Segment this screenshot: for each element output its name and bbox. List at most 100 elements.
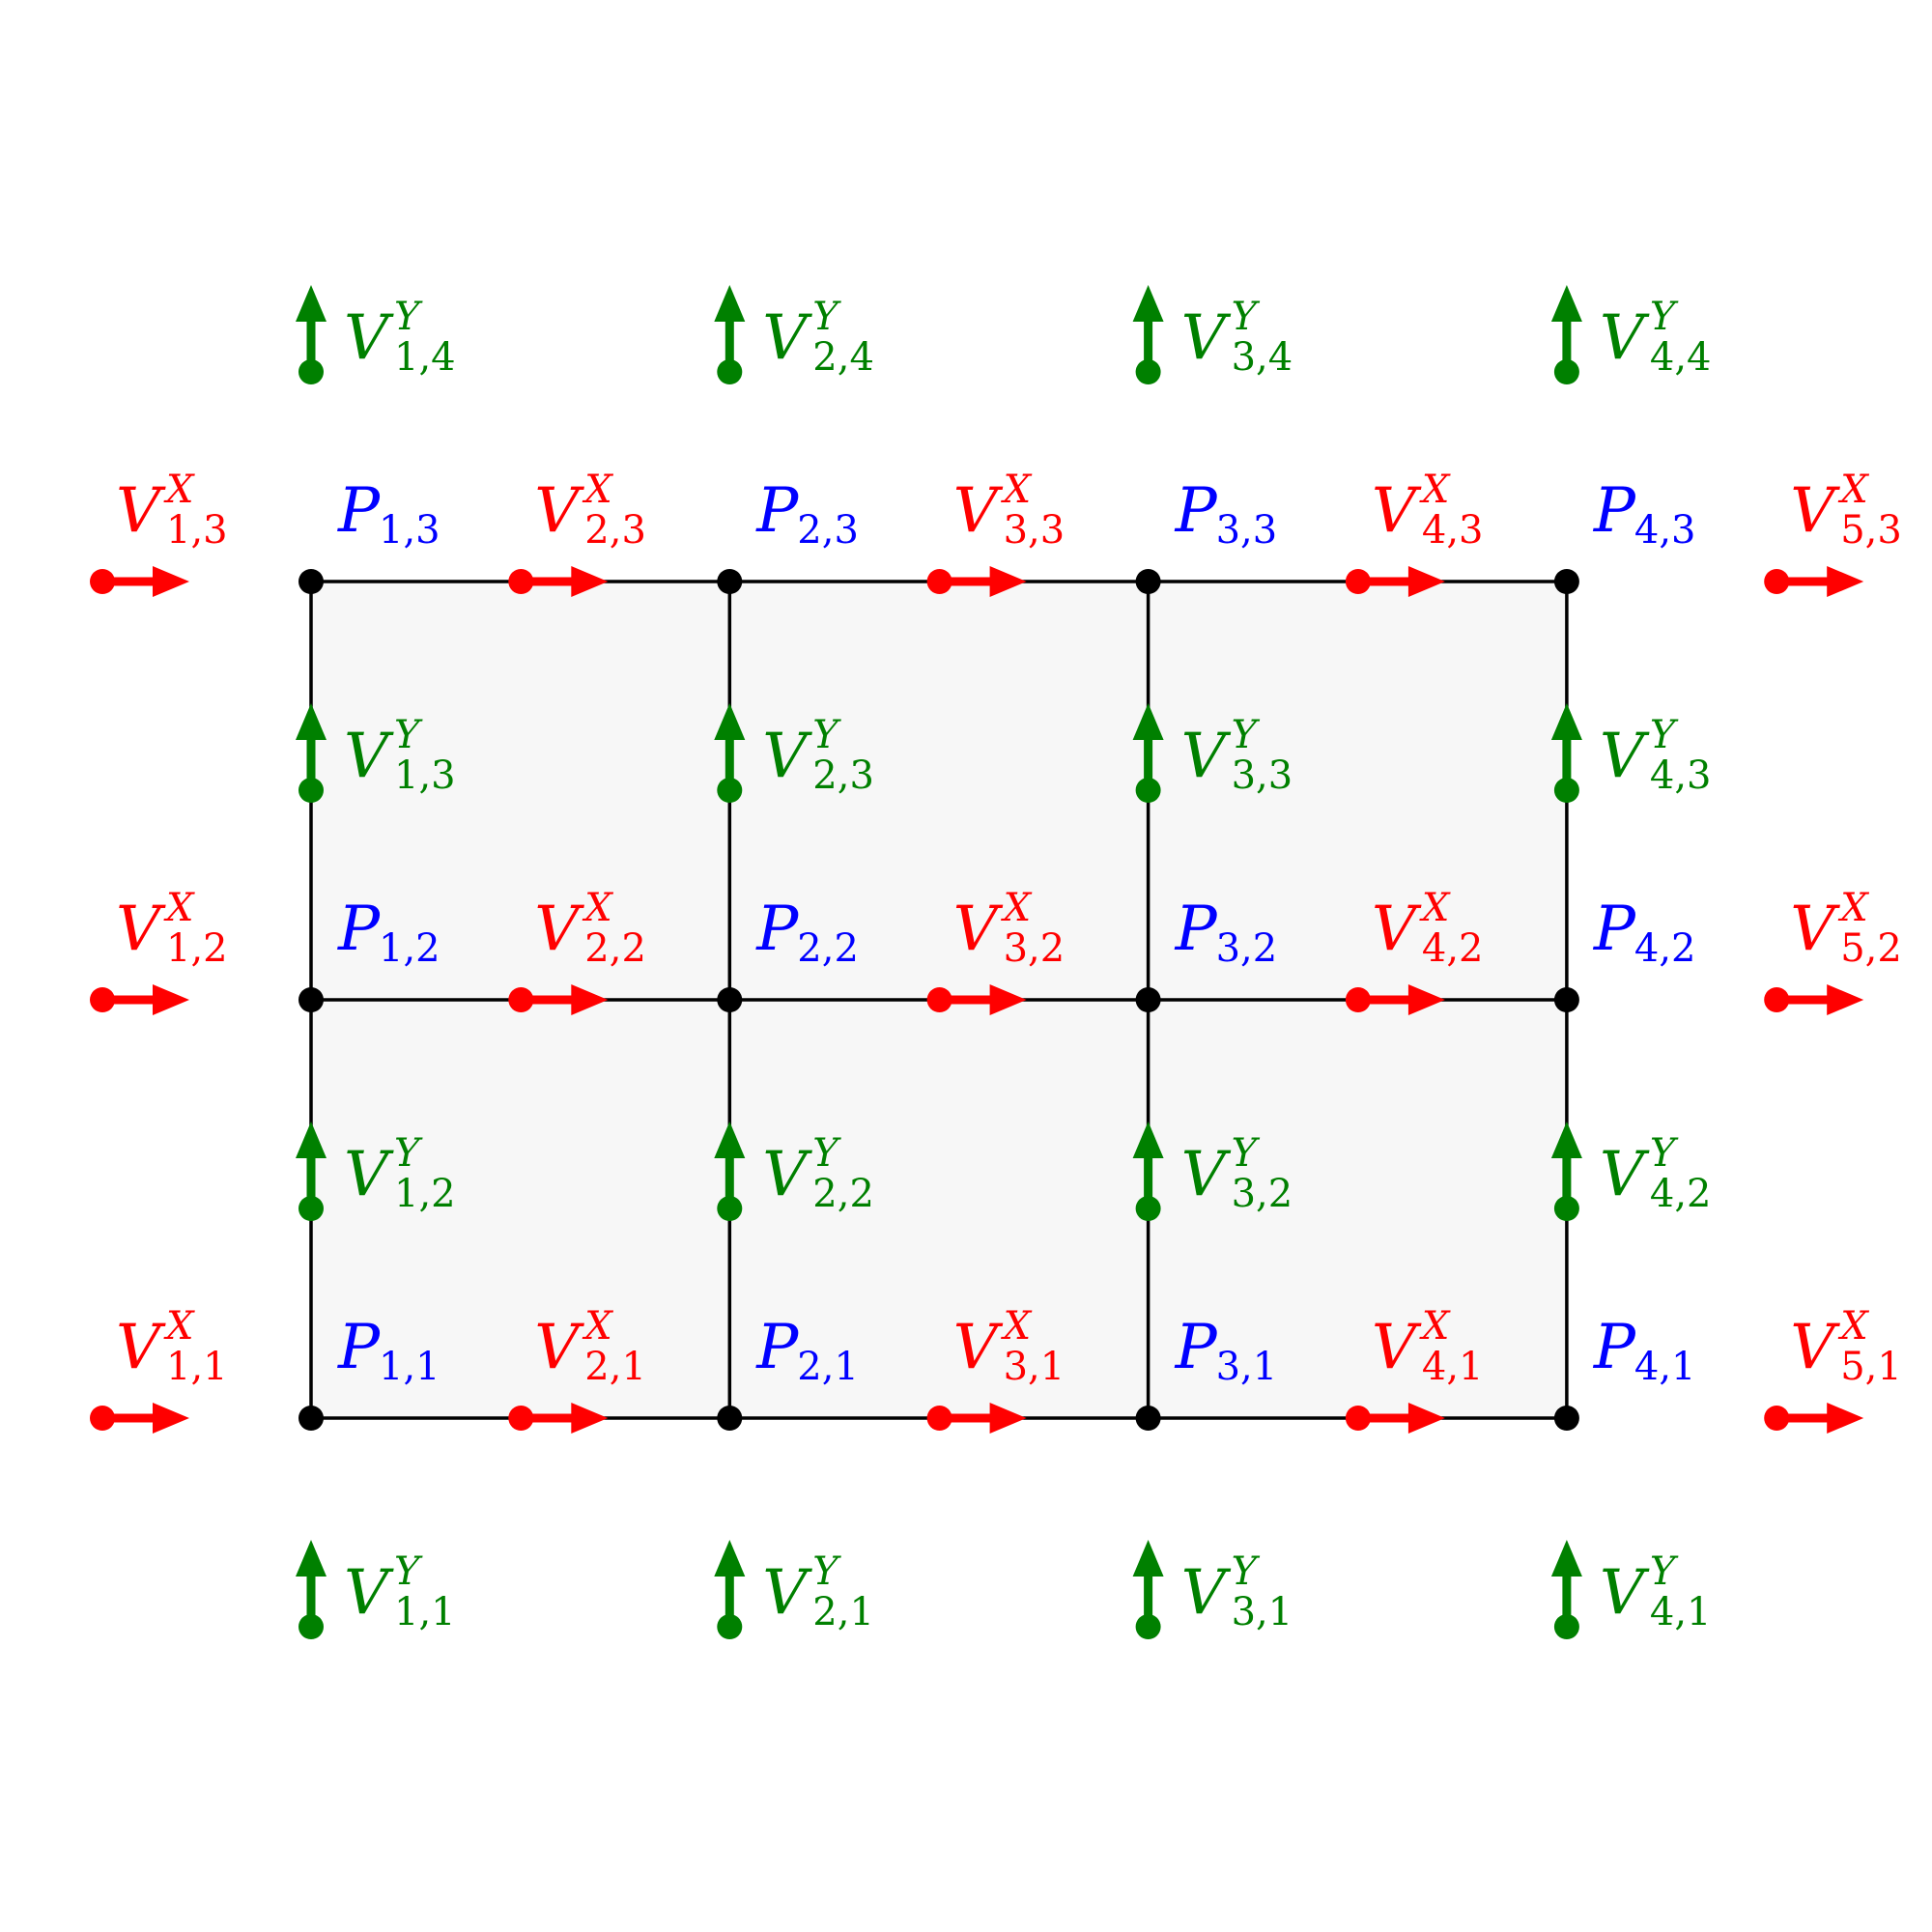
vy-arrow-2-4 [714,285,746,384]
vx-arrow-5-3 [1764,566,1864,597]
pressure-label-3-3: P3,3 [1175,475,1278,553]
vx-head-3-2 [989,984,1027,1015]
vy-arrow-2-3 [714,703,746,803]
vx-head-4-1 [1407,1403,1445,1434]
vx-arrow-3-2 [926,984,1027,1015]
pressure-label-4-2: P4,2 [1593,894,1696,971]
vy-head-3-4 [1132,285,1164,322]
vx-head-4-2 [1407,984,1445,1015]
pressure-label-3-1: P3,1 [1175,1312,1278,1389]
pressure-node-3-1 [1135,1406,1161,1431]
grid-cell-3-1 [1148,1000,1567,1418]
vy-head-4-3 [1550,703,1582,740]
vx-head-1-3 [153,566,189,597]
vx-head-3-1 [989,1403,1027,1434]
grid-cells [311,582,1567,1418]
vy-head-4-1 [1550,1540,1582,1577]
vy-head-1-2 [296,1122,327,1158]
vy-head-2-4 [714,285,746,322]
vx-head-1-2 [153,984,189,1015]
pressure-node-1-2 [298,987,324,1012]
pressure-node-2-2 [717,987,743,1012]
vy-arrow-1-1 [296,1540,327,1639]
vx-arrow-1-1 [90,1403,189,1434]
vx-arrow-2-1 [508,1403,609,1434]
vy-head-4-2 [1550,1122,1582,1158]
vx-head-2-1 [571,1403,609,1434]
vx-head-2-3 [571,566,609,597]
vy-head-1-4 [296,285,327,322]
vy-arrow-3-3 [1132,703,1164,803]
vx-arrow-2-2 [508,984,609,1015]
vx-head-4-3 [1407,566,1445,597]
vx-arrow-3-3 [926,566,1027,597]
vx-head-5-2 [1827,984,1864,1015]
pressure-node-3-3 [1135,569,1161,594]
pressure-label-4-1: P4,1 [1593,1312,1696,1389]
vx-head-3-3 [989,566,1027,597]
pressure-label-2-3: P2,3 [755,475,859,553]
vy-arrow-3-2 [1132,1122,1164,1221]
vy-arrows [296,285,1582,1639]
pressure-node-4-1 [1553,1406,1579,1431]
pressure-label-1-2: P1,2 [337,894,440,971]
vx-arrow-4-1 [1345,1403,1445,1434]
pressure-label-1-1: P1,1 [337,1312,440,1389]
vy-arrow-2-2 [714,1122,746,1221]
vy-arrow-4-4 [1550,285,1582,384]
grid-cell-1-2 [311,582,730,1000]
grid-cell-3-2 [1148,582,1567,1000]
pressure-node-4-2 [1553,987,1579,1012]
vy-arrow-1-2 [296,1122,327,1221]
vy-arrow-1-4 [296,285,327,384]
vx-arrow-4-2 [1345,984,1445,1015]
pressure-label-3-2: P3,2 [1175,894,1278,971]
grid-cell-2-2 [729,582,1149,1000]
pressure-node-3-2 [1135,987,1161,1012]
pressure-label-1-3: P1,3 [337,475,440,553]
vx-arrow-3-1 [926,1403,1027,1434]
vx-arrow-4-3 [1345,566,1445,597]
grid-cell-1-1 [311,1000,730,1418]
vx-head-5-3 [1827,566,1864,597]
vy-head-2-3 [714,703,746,740]
pressure-node-2-3 [717,569,743,594]
pressure-node-1-3 [298,569,324,594]
vx-arrow-2-3 [508,566,609,597]
pressure-label-4-3: P4,3 [1593,475,1696,553]
vy-head-3-1 [1132,1540,1164,1577]
pressure-node-4-3 [1553,569,1579,594]
vy-head-1-1 [296,1540,327,1577]
vy-head-2-1 [714,1540,746,1577]
vx-arrow-5-2 [1764,984,1864,1015]
pressure-label-2-2: P2,2 [755,894,859,971]
vx-head-2-2 [571,984,609,1015]
pressure-node-1-1 [298,1406,324,1431]
pressure-nodes [298,569,1579,1431]
